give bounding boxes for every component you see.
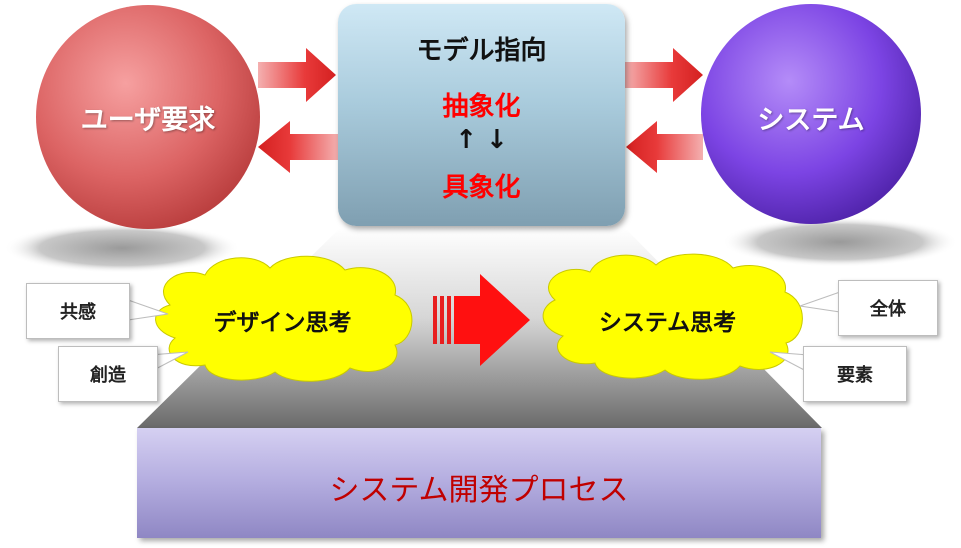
callout-creation: 創造 bbox=[58, 346, 158, 402]
callout-pointer-zentai bbox=[799, 291, 841, 313]
callout-empathy-text: 共感 bbox=[60, 302, 96, 323]
arrow-model-to-user bbox=[258, 121, 338, 173]
design-thinking-cloud bbox=[155, 255, 413, 382]
arrow-model-to-system bbox=[625, 48, 703, 102]
abstraction-label: 抽象化 bbox=[442, 92, 521, 122]
callout-whole-text: 全体 bbox=[870, 299, 906, 320]
callout-whole: 全体 bbox=[838, 280, 938, 336]
callout-elements-text: 要素 bbox=[837, 365, 873, 386]
arrow-user-to-model bbox=[258, 48, 336, 102]
model-driven-title: モデル指向 bbox=[416, 36, 547, 66]
system-circle bbox=[701, 4, 921, 224]
arrow-system-to-model bbox=[626, 121, 703, 173]
system-circle-shadow bbox=[722, 217, 958, 267]
callout-creation-text: 創造 bbox=[90, 365, 126, 386]
design-thinking-label: デザイン思考 bbox=[213, 310, 352, 336]
thinking-transition-arrow bbox=[433, 274, 530, 366]
user-requirements-label: ユーザ要求 bbox=[80, 105, 216, 136]
systems-thinking-label: システム思考 bbox=[598, 310, 737, 336]
user-circle-shadow bbox=[4, 223, 240, 273]
callout-elements: 要素 bbox=[803, 346, 907, 402]
abstraction-concretization-arrows: ↑ ↓ bbox=[455, 125, 508, 155]
model-driven-box bbox=[338, 4, 625, 226]
callout-empathy: 共感 bbox=[26, 283, 130, 339]
concretization-label: 具象化 bbox=[442, 173, 521, 203]
system-label: システム bbox=[757, 105, 865, 136]
user-requirements-circle bbox=[36, 5, 260, 229]
development-process-label: システム開発プロセス bbox=[329, 473, 629, 508]
systems-thinking-cloud bbox=[542, 253, 803, 380]
development-process-bar bbox=[137, 428, 821, 538]
